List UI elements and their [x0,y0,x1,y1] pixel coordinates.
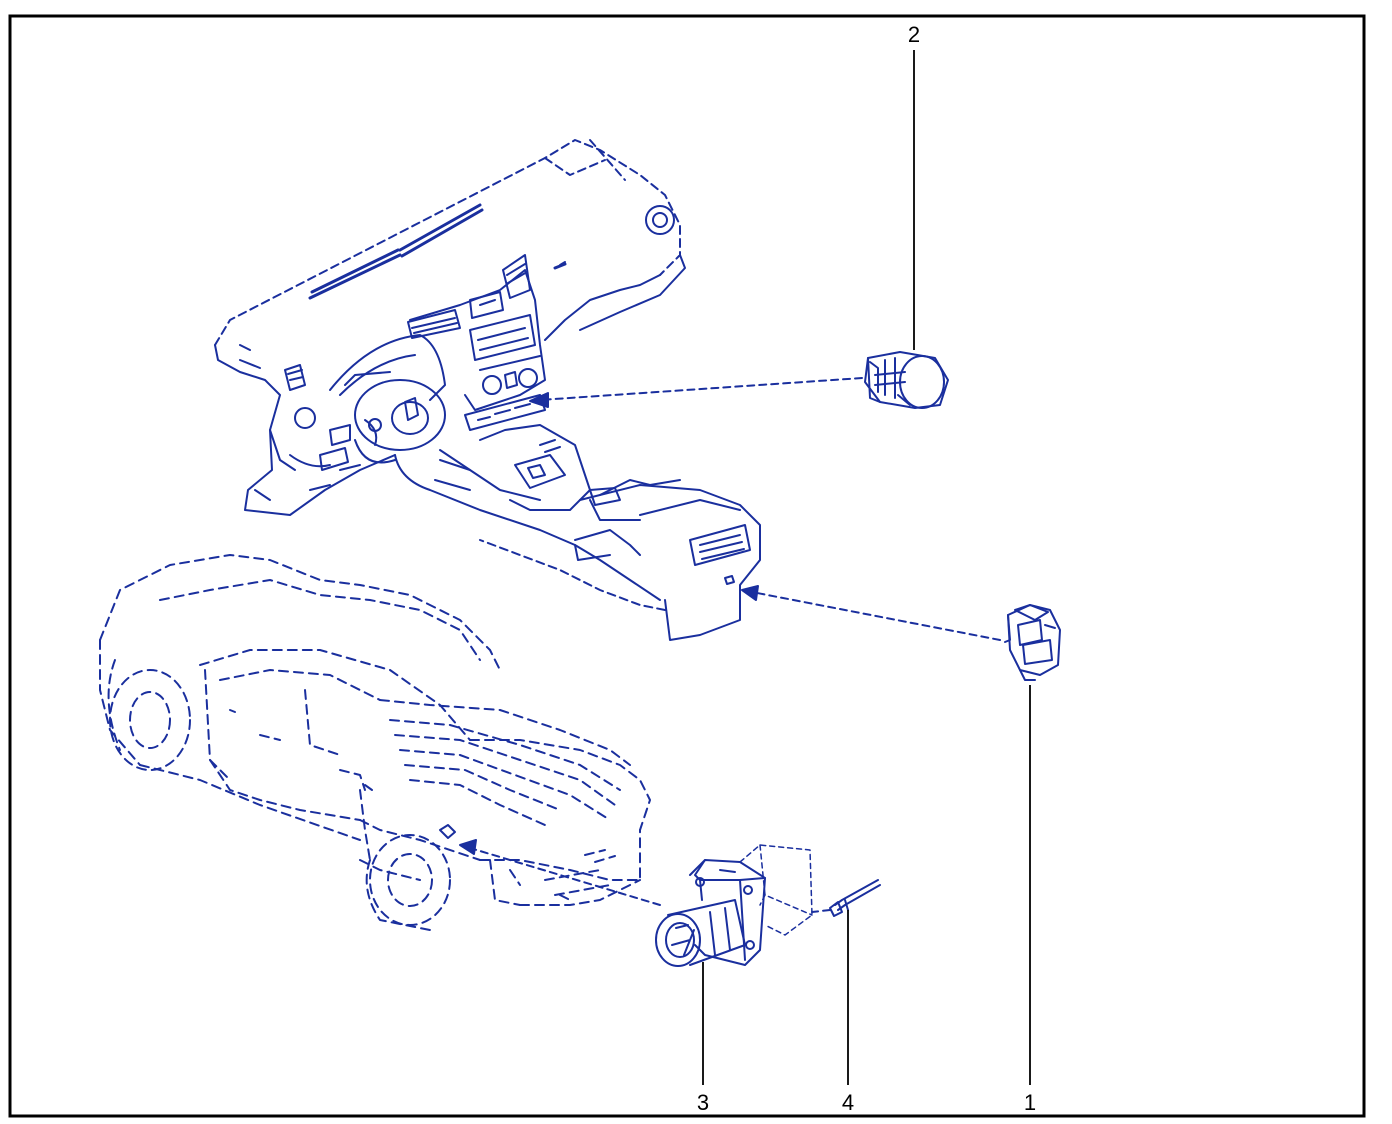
diagram-frame [8,14,1366,1118]
vehicle-illustration [99,554,651,931]
vehicle-mount-point [439,824,456,839]
part-4-rivet [829,879,881,917]
callout-4: 4 [842,1090,854,1115]
callout-2: 2 [908,22,920,47]
callout-1: 1 [1024,1090,1036,1115]
part-3-tow-socket [655,844,813,967]
assembly-arrows [459,377,1001,913]
callout-3: 3 [697,1090,709,1115]
part-1-switch [1004,604,1061,681]
dashboard-illustration [214,139,761,641]
part-2-connector [864,351,949,409]
